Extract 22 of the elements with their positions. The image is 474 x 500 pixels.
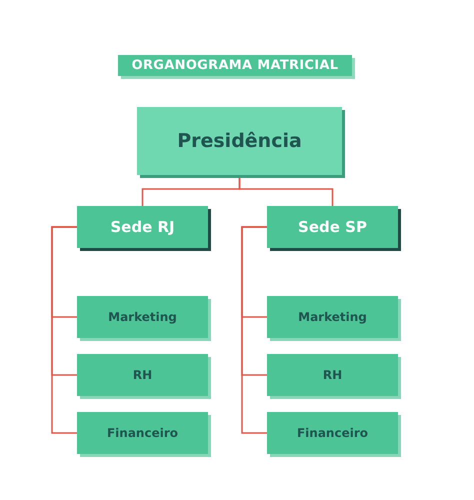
connector-line [238, 175, 334, 206]
org-box [77, 354, 208, 396]
connector-line [241, 226, 267, 434]
box-label: Marketing [108, 310, 177, 324]
org-box [77, 412, 208, 454]
box-label: RH [132, 368, 152, 382]
title-banner: ORGANOGRAMA MATRICIAL [118, 55, 352, 76]
box-label: Sede SP [298, 218, 367, 236]
box-label: RH [322, 368, 342, 382]
org-box [267, 296, 398, 338]
org-box [137, 107, 342, 175]
box-label: Financeiro [296, 426, 368, 440]
org-box [267, 206, 398, 248]
box-label: Marketing [298, 310, 367, 324]
box-label: Presidência [177, 130, 302, 152]
org-box [267, 354, 398, 396]
org-box [77, 206, 208, 248]
box-label: Sede RJ [110, 218, 175, 236]
org-box [77, 296, 208, 338]
box-label: Financeiro [106, 426, 178, 440]
connector-line [51, 226, 77, 434]
org-box [267, 412, 398, 454]
